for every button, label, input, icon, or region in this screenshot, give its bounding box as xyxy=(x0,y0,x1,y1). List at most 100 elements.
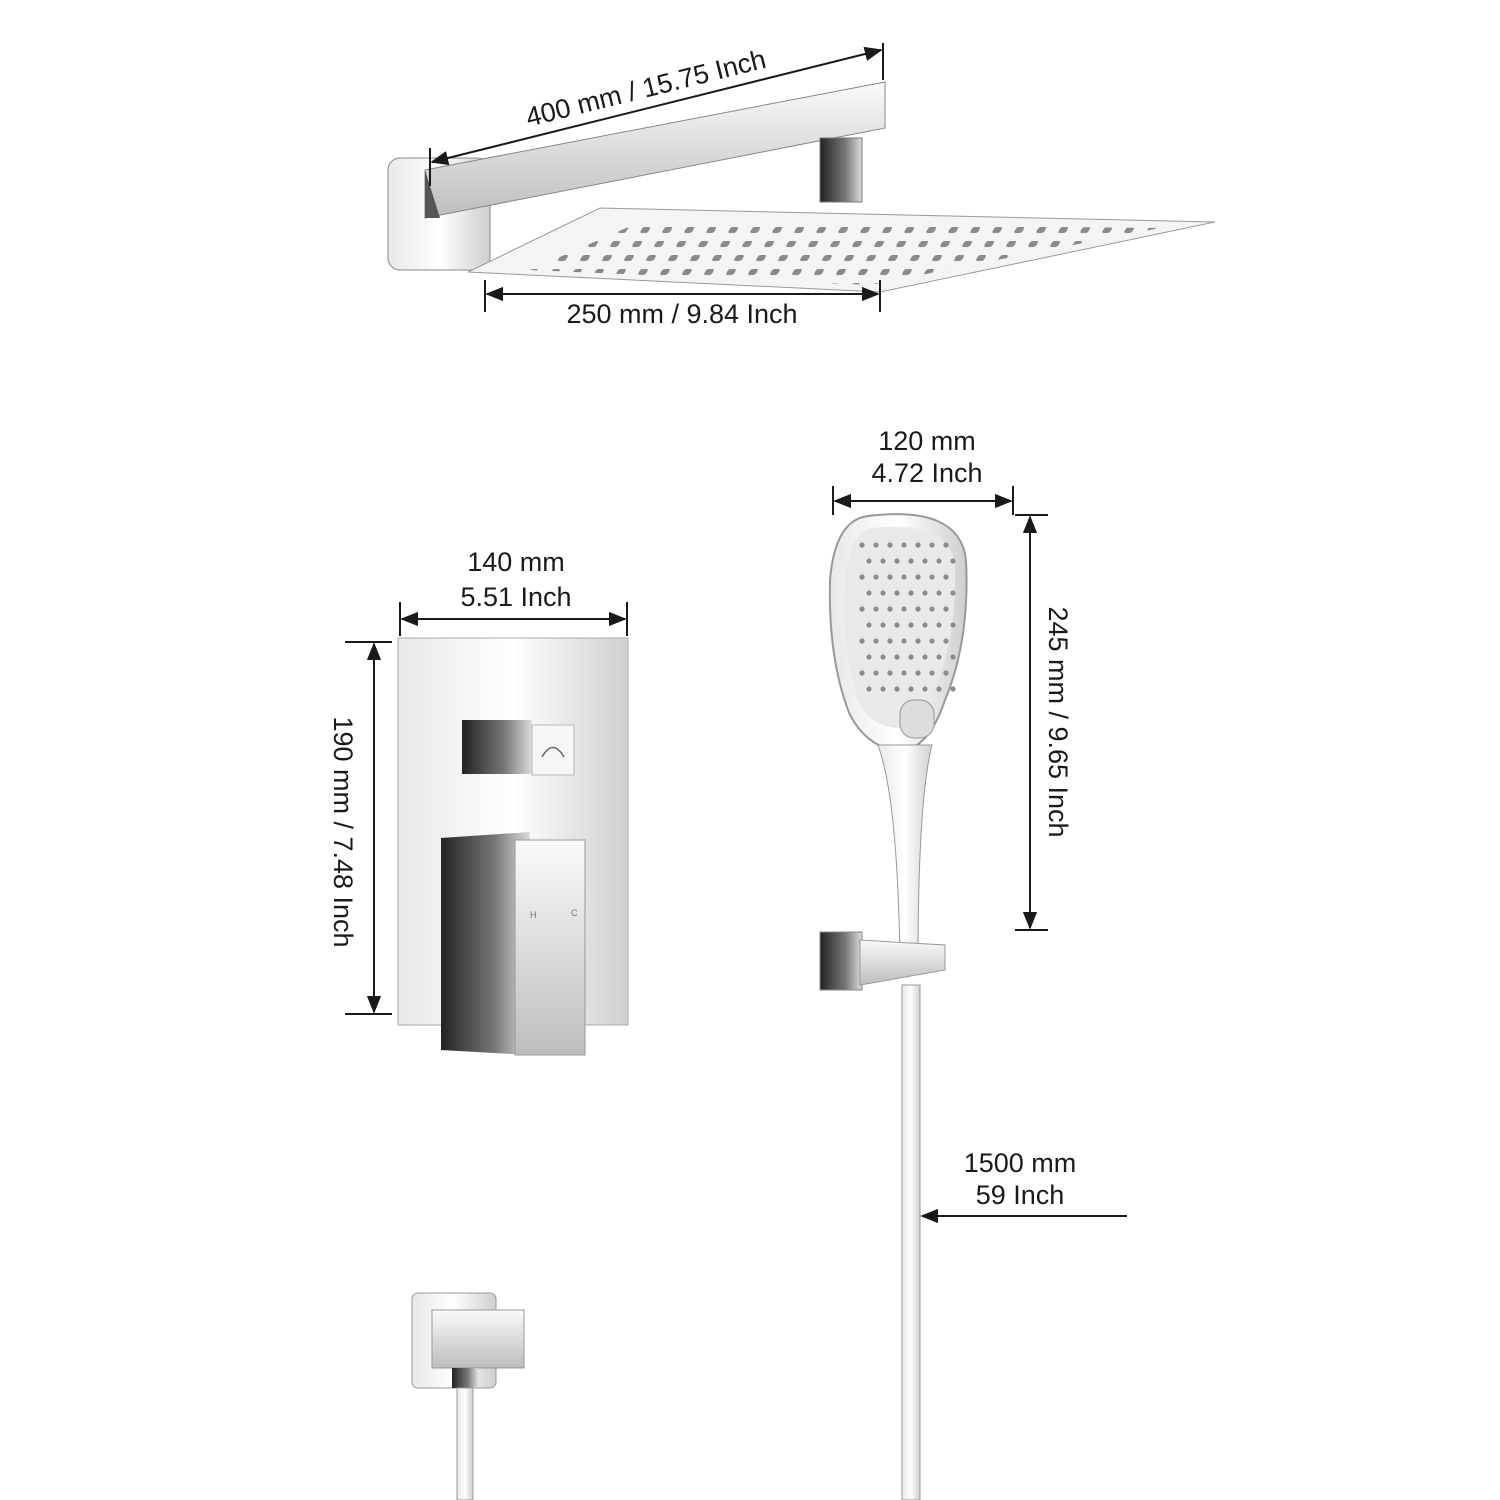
hand-width-mm: 120 mm xyxy=(878,426,976,456)
nozzle xyxy=(908,558,914,564)
hose-length-inch: 59 Inch xyxy=(976,1180,1065,1210)
hand-shower-handle xyxy=(877,744,933,966)
wall-supply-elbow xyxy=(411,1292,525,1500)
nozzle xyxy=(887,670,893,676)
nozzle xyxy=(922,558,928,564)
nozzle xyxy=(915,638,921,644)
shower-hose xyxy=(901,984,921,1500)
hand-shower-width-dimension: 120 mm 4.72 Inch xyxy=(832,426,1014,515)
nozzle xyxy=(866,654,872,660)
nozzle xyxy=(915,670,921,676)
nozzle xyxy=(915,542,921,548)
nozzle xyxy=(908,686,914,692)
hand-shower-length-dimension: 245 mm / 9.65 Inch xyxy=(1015,514,1073,931)
holder-arm xyxy=(859,939,946,986)
nozzle xyxy=(880,558,886,564)
nozzle xyxy=(894,622,900,628)
diverter-arrow-icon xyxy=(541,746,565,758)
spray-mode-button xyxy=(899,699,935,739)
hand-shower xyxy=(819,513,968,1500)
nozzle xyxy=(943,606,949,612)
nozzle xyxy=(943,638,949,644)
diverter-knob xyxy=(462,720,532,774)
valve-height-dimension: 190 mm / 7.48 Inch xyxy=(328,641,392,1015)
nozzle xyxy=(901,542,907,548)
hose-length-dimension: 1500 mm 59 Inch xyxy=(920,1148,1127,1224)
nozzle xyxy=(887,606,893,612)
elbow-nut xyxy=(452,1368,478,1388)
nozzle xyxy=(908,654,914,660)
shower-arm xyxy=(424,81,886,219)
nozzle xyxy=(950,654,956,660)
nozzle xyxy=(929,574,935,580)
nozzle xyxy=(880,654,886,660)
nozzle xyxy=(901,574,907,580)
nozzle xyxy=(859,670,865,676)
nozzle xyxy=(887,542,893,548)
nozzle xyxy=(859,574,865,580)
nozzle xyxy=(859,606,865,612)
nozzle xyxy=(943,574,949,580)
nozzle xyxy=(936,686,942,692)
nozzle xyxy=(866,686,872,692)
nozzle xyxy=(929,670,935,676)
nozzle xyxy=(880,622,886,628)
valve-width-inch: 5.51 Inch xyxy=(460,582,571,612)
hose-length-mm: 1500 mm xyxy=(964,1148,1077,1178)
nozzle xyxy=(866,558,872,564)
elbow-body xyxy=(431,1309,525,1369)
nozzle xyxy=(915,574,921,580)
wall-holder xyxy=(819,931,863,991)
nozzle xyxy=(929,542,935,548)
nozzle xyxy=(950,686,956,692)
nozzle xyxy=(901,638,907,644)
nozzle xyxy=(859,542,865,548)
nozzle xyxy=(922,622,928,628)
nozzle xyxy=(894,590,900,596)
nozzle xyxy=(936,558,942,564)
rain-shower-head xyxy=(387,81,1216,293)
nozzle-array xyxy=(530,222,1160,285)
valve-width-dimension: 140 mm 5.51 Inch xyxy=(399,547,628,636)
lever-handle xyxy=(441,832,530,1055)
mixer-valve: H C xyxy=(397,637,629,1056)
valve-width-mm: 140 mm xyxy=(467,547,565,577)
nozzle xyxy=(922,686,928,692)
nozzle xyxy=(922,590,928,596)
lever-face xyxy=(514,839,586,1056)
nozzle xyxy=(873,542,879,548)
head-width-dimension: 250 mm / 9.84 Inch xyxy=(484,280,881,329)
nozzle xyxy=(894,686,900,692)
nozzle xyxy=(887,574,893,580)
nozzle xyxy=(929,638,935,644)
nozzle xyxy=(950,590,956,596)
cold-mark: C xyxy=(571,908,578,918)
nozzle xyxy=(901,606,907,612)
nozzle xyxy=(915,606,921,612)
nozzle xyxy=(922,654,928,660)
nozzle xyxy=(873,606,879,612)
nozzle xyxy=(887,638,893,644)
nozzle xyxy=(943,670,949,676)
nozzle xyxy=(866,590,872,596)
nozzle xyxy=(929,606,935,612)
spray-face xyxy=(844,526,956,728)
arm-side xyxy=(425,170,440,218)
nozzle xyxy=(866,622,872,628)
nozzle xyxy=(880,590,886,596)
hot-mark: H xyxy=(530,910,537,920)
spray-nozzles xyxy=(859,542,956,692)
arm-connector xyxy=(819,137,863,203)
nozzle xyxy=(950,622,956,628)
nozzle xyxy=(873,574,879,580)
nozzle xyxy=(873,638,879,644)
nozzle xyxy=(936,622,942,628)
nozzle xyxy=(894,654,900,660)
hand-width-inch: 4.72 Inch xyxy=(871,458,982,488)
nozzle xyxy=(859,638,865,644)
head-width-label: 250 mm / 9.84 Inch xyxy=(566,299,797,329)
nozzle xyxy=(908,622,914,628)
nozzle xyxy=(901,670,907,676)
